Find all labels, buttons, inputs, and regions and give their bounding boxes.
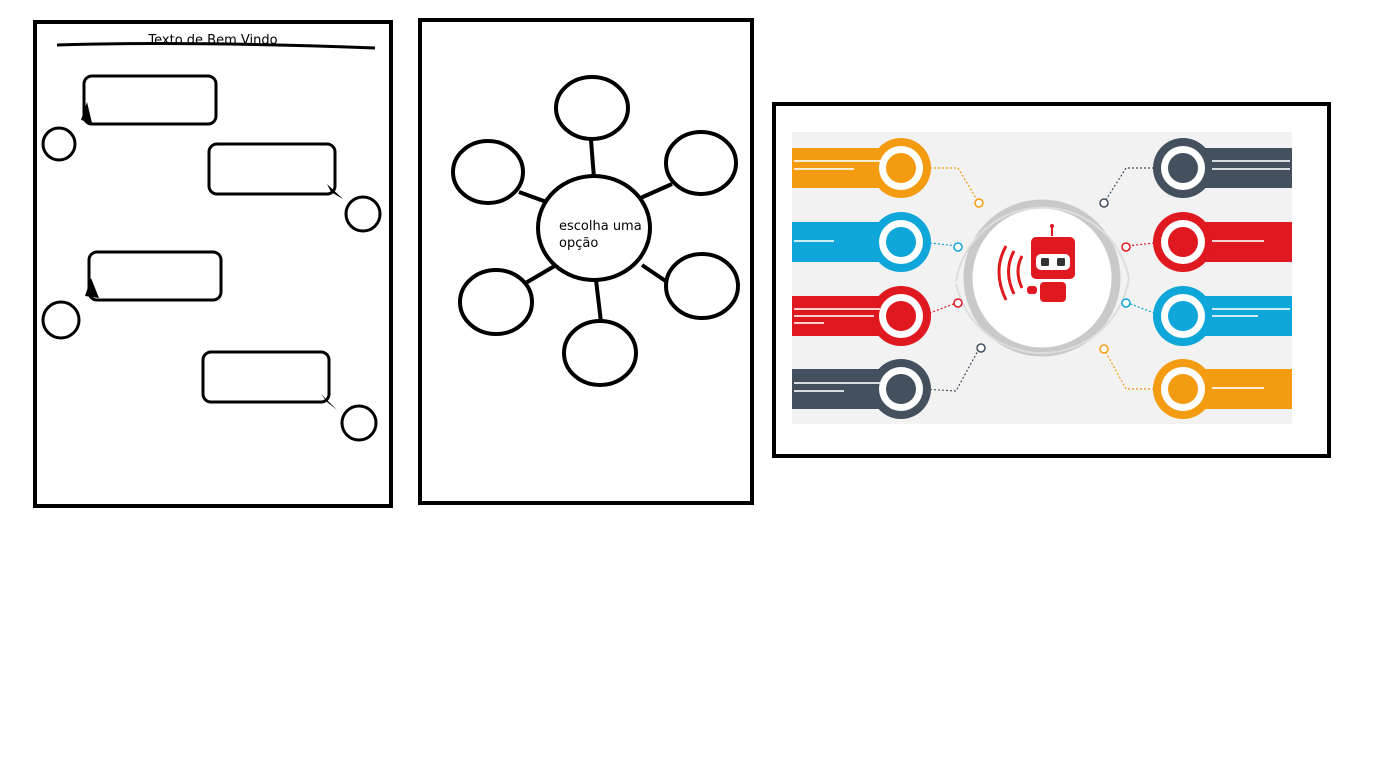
chat-bubble-left-2 (41, 250, 223, 340)
center-node (536, 174, 652, 282)
right-item-blue (1153, 286, 1292, 346)
robot-icon (997, 224, 1075, 302)
mindmap-panel: escolha uma opção (418, 18, 754, 505)
connector-dots (953, 198, 1131, 354)
option-node-upper-left (451, 139, 525, 205)
avatar-circle (41, 300, 81, 340)
chat-sketch (41, 42, 382, 442)
option-node-top (554, 75, 630, 141)
right-item-red (1153, 212, 1292, 272)
option-node-bottom (562, 319, 638, 387)
option-node-lower-right (664, 252, 740, 320)
center-label: escolha uma opção (559, 219, 642, 251)
avatar-circle (41, 126, 77, 162)
welcome-underline (56, 42, 376, 50)
left-item-blue (792, 212, 931, 272)
chat-bubble-left-1 (41, 74, 218, 162)
left-item-orange (792, 138, 931, 198)
infographic-image (792, 132, 1292, 424)
chat-bubble-right-2 (201, 350, 378, 442)
chat-panel: Texto de Bem Vindo (33, 20, 393, 508)
mindmap-sketch (451, 75, 740, 387)
right-item-orange (1153, 359, 1292, 419)
infographic-panel (772, 102, 1331, 458)
avatar-circle (340, 404, 378, 442)
left-item-slate (792, 359, 931, 419)
option-node-upper-right (664, 130, 738, 196)
option-node-lower-left (458, 268, 534, 336)
right-item-slate (1153, 138, 1292, 198)
mindmap-connectors (518, 139, 673, 323)
left-item-red (792, 286, 931, 346)
chat-bubble-right-1 (207, 142, 382, 233)
avatar-circle (344, 195, 382, 233)
